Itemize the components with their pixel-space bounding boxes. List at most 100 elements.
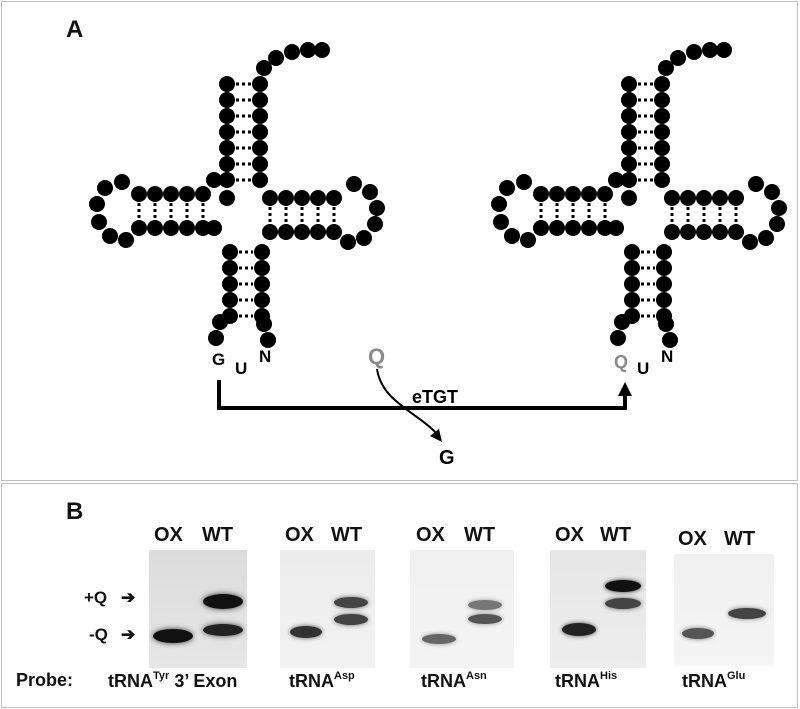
d-stem-nucleotide [565, 186, 581, 202]
band-ox-minus-q [153, 629, 193, 643]
anticodon-loop-nucleotide [614, 314, 630, 330]
tpsic-stem-nucleotide [664, 190, 680, 206]
plus-q-arrow-icon: ➔ [121, 588, 136, 607]
acceptor-stem-nucleotide [621, 156, 637, 172]
panel-b: B +Q ➔ -Q ➔ OX WT OX WT OX WT OX W [1, 483, 798, 708]
tpsic-loop-nucleotide [362, 184, 378, 200]
blot-4-lane-ox: OX [555, 524, 584, 546]
acceptor-stem-nucleotide [219, 140, 235, 156]
anticodon-stem-nucleotide [254, 276, 270, 292]
probe-label: Probe: [16, 670, 74, 690]
tpsic-stem-nucleotide [664, 224, 680, 240]
anticodon-stem-nucleotide [624, 244, 640, 260]
junction-nucleotide [608, 220, 624, 236]
anticodon-loop-nucleotide [256, 316, 272, 332]
d-loop-nucleotide [97, 180, 113, 196]
d-stem-nucleotide [195, 186, 211, 202]
tpsic-loop-nucleotide [758, 230, 774, 246]
d-loop-nucleotide [114, 174, 130, 190]
band-ox-minus-q [562, 623, 596, 636]
acceptor-3prime-nucleotide [314, 42, 330, 58]
acceptor-stem-nucleotide [252, 76, 268, 92]
acceptor-stem-nucleotide [654, 156, 670, 172]
enzyme-label: eTGT [412, 387, 458, 407]
anticodon-stem-nucleotide [222, 260, 238, 276]
d-loop-nucleotide [91, 214, 107, 230]
trna-right-cloverleaf [491, 42, 787, 348]
junction-nucleotide [206, 172, 222, 188]
band-ox-minus-q [290, 626, 322, 638]
blot-tyr [149, 550, 247, 668]
anticodon-stem-nucleotide [254, 292, 270, 308]
d-loop-nucleotide [118, 232, 134, 248]
tpsic-stem-nucleotide [680, 224, 696, 240]
tpsic-stem-nucleotide [310, 224, 326, 240]
d-stem-nucleotide [147, 220, 163, 236]
acceptor-stem-nucleotide [252, 124, 268, 140]
d-stem-nucleotide [533, 220, 549, 236]
acceptor-stem-nucleotide [252, 156, 268, 172]
acceptor-stem-nucleotide [219, 76, 235, 92]
tpsic-loop-nucleotide [764, 184, 780, 200]
acceptor-stem-nucleotide [621, 76, 637, 92]
tpsic-stem-nucleotide [278, 224, 294, 240]
blot-asp [280, 550, 375, 668]
d-loop-nucleotide [504, 228, 520, 244]
anticodon-stem-nucleotide [656, 292, 672, 308]
tpsic-loop-nucleotide [742, 234, 758, 250]
trna-left-cloverleaf [89, 42, 385, 348]
band-wt [728, 608, 766, 619]
d-stem-nucleotide [597, 186, 613, 202]
blot-his [550, 550, 646, 668]
band-wt-plus-q [468, 600, 502, 610]
band-ox-minus-q [682, 628, 714, 639]
acceptor-stem-nucleotide [219, 156, 235, 172]
band-wt-minus-q [203, 624, 243, 636]
probe-asp: tRNAAsp [289, 670, 355, 691]
tpsic-loop-nucleotide [769, 216, 785, 232]
probe-asn: tRNAAsn [421, 670, 487, 691]
minus-q-arrow-icon: ➔ [121, 625, 136, 644]
exchange-arrow-curve [376, 368, 438, 435]
tpsic-stem-nucleotide [278, 190, 294, 206]
anticodon-loop-nucleotide [260, 332, 276, 348]
acceptor-3prime-nucleotide [716, 42, 732, 58]
guanine-product: G [439, 447, 455, 469]
d-loop-nucleotide [499, 180, 515, 196]
blot-3-lane-wt: WT [464, 524, 496, 546]
d-stem-nucleotide [549, 186, 565, 202]
acceptor-stem-nucleotide [621, 172, 637, 188]
tpsic-stem-nucleotide [326, 190, 342, 206]
anticodon-stem-nucleotide [222, 292, 238, 308]
queuine-substrate: Q [368, 344, 385, 369]
blot-1-lane-ox: OX [154, 524, 183, 546]
panel-b-label: B [66, 498, 84, 525]
tpsic-stem-nucleotide [326, 224, 342, 240]
acceptor-stem-nucleotide [654, 76, 670, 92]
d-stem-nucleotide [581, 220, 597, 236]
d-stem-nucleotide [533, 186, 549, 202]
anticodon-stem-nucleotide [254, 260, 270, 276]
panel-a-label: A [66, 16, 84, 43]
anticodon-loop-nucleotide [658, 316, 674, 332]
anticodon-loop-nucleotide [208, 330, 224, 346]
blot-glu [674, 554, 774, 666]
anticodon-stem-nucleotide [656, 260, 672, 276]
band-ox-minus-q [422, 634, 456, 644]
acceptor-stem-nucleotide [252, 172, 268, 188]
blot-2-lane-wt: WT [331, 524, 363, 546]
reaction-arrowhead [618, 382, 632, 396]
d-loop-nucleotide [493, 214, 509, 230]
acceptor-3prime-nucleotide [300, 42, 316, 58]
anticodon-stem-nucleotide [656, 244, 672, 260]
d-stem-nucleotide [131, 186, 147, 202]
tpsic-stem-nucleotide [680, 190, 696, 206]
tpsic-loop-nucleotide [346, 176, 362, 192]
tpsic-stem-nucleotide [262, 190, 278, 206]
blot-2-lane-ox: OX [285, 524, 314, 546]
acceptor-3prime-nucleotide [702, 42, 718, 58]
band-wt-plus-q [605, 580, 641, 592]
panel-a: A G U N Q U N Q eTGT G [1, 1, 798, 481]
tpsic-loop-nucleotide [748, 176, 764, 192]
tpsic-stem-nucleotide [728, 190, 744, 206]
